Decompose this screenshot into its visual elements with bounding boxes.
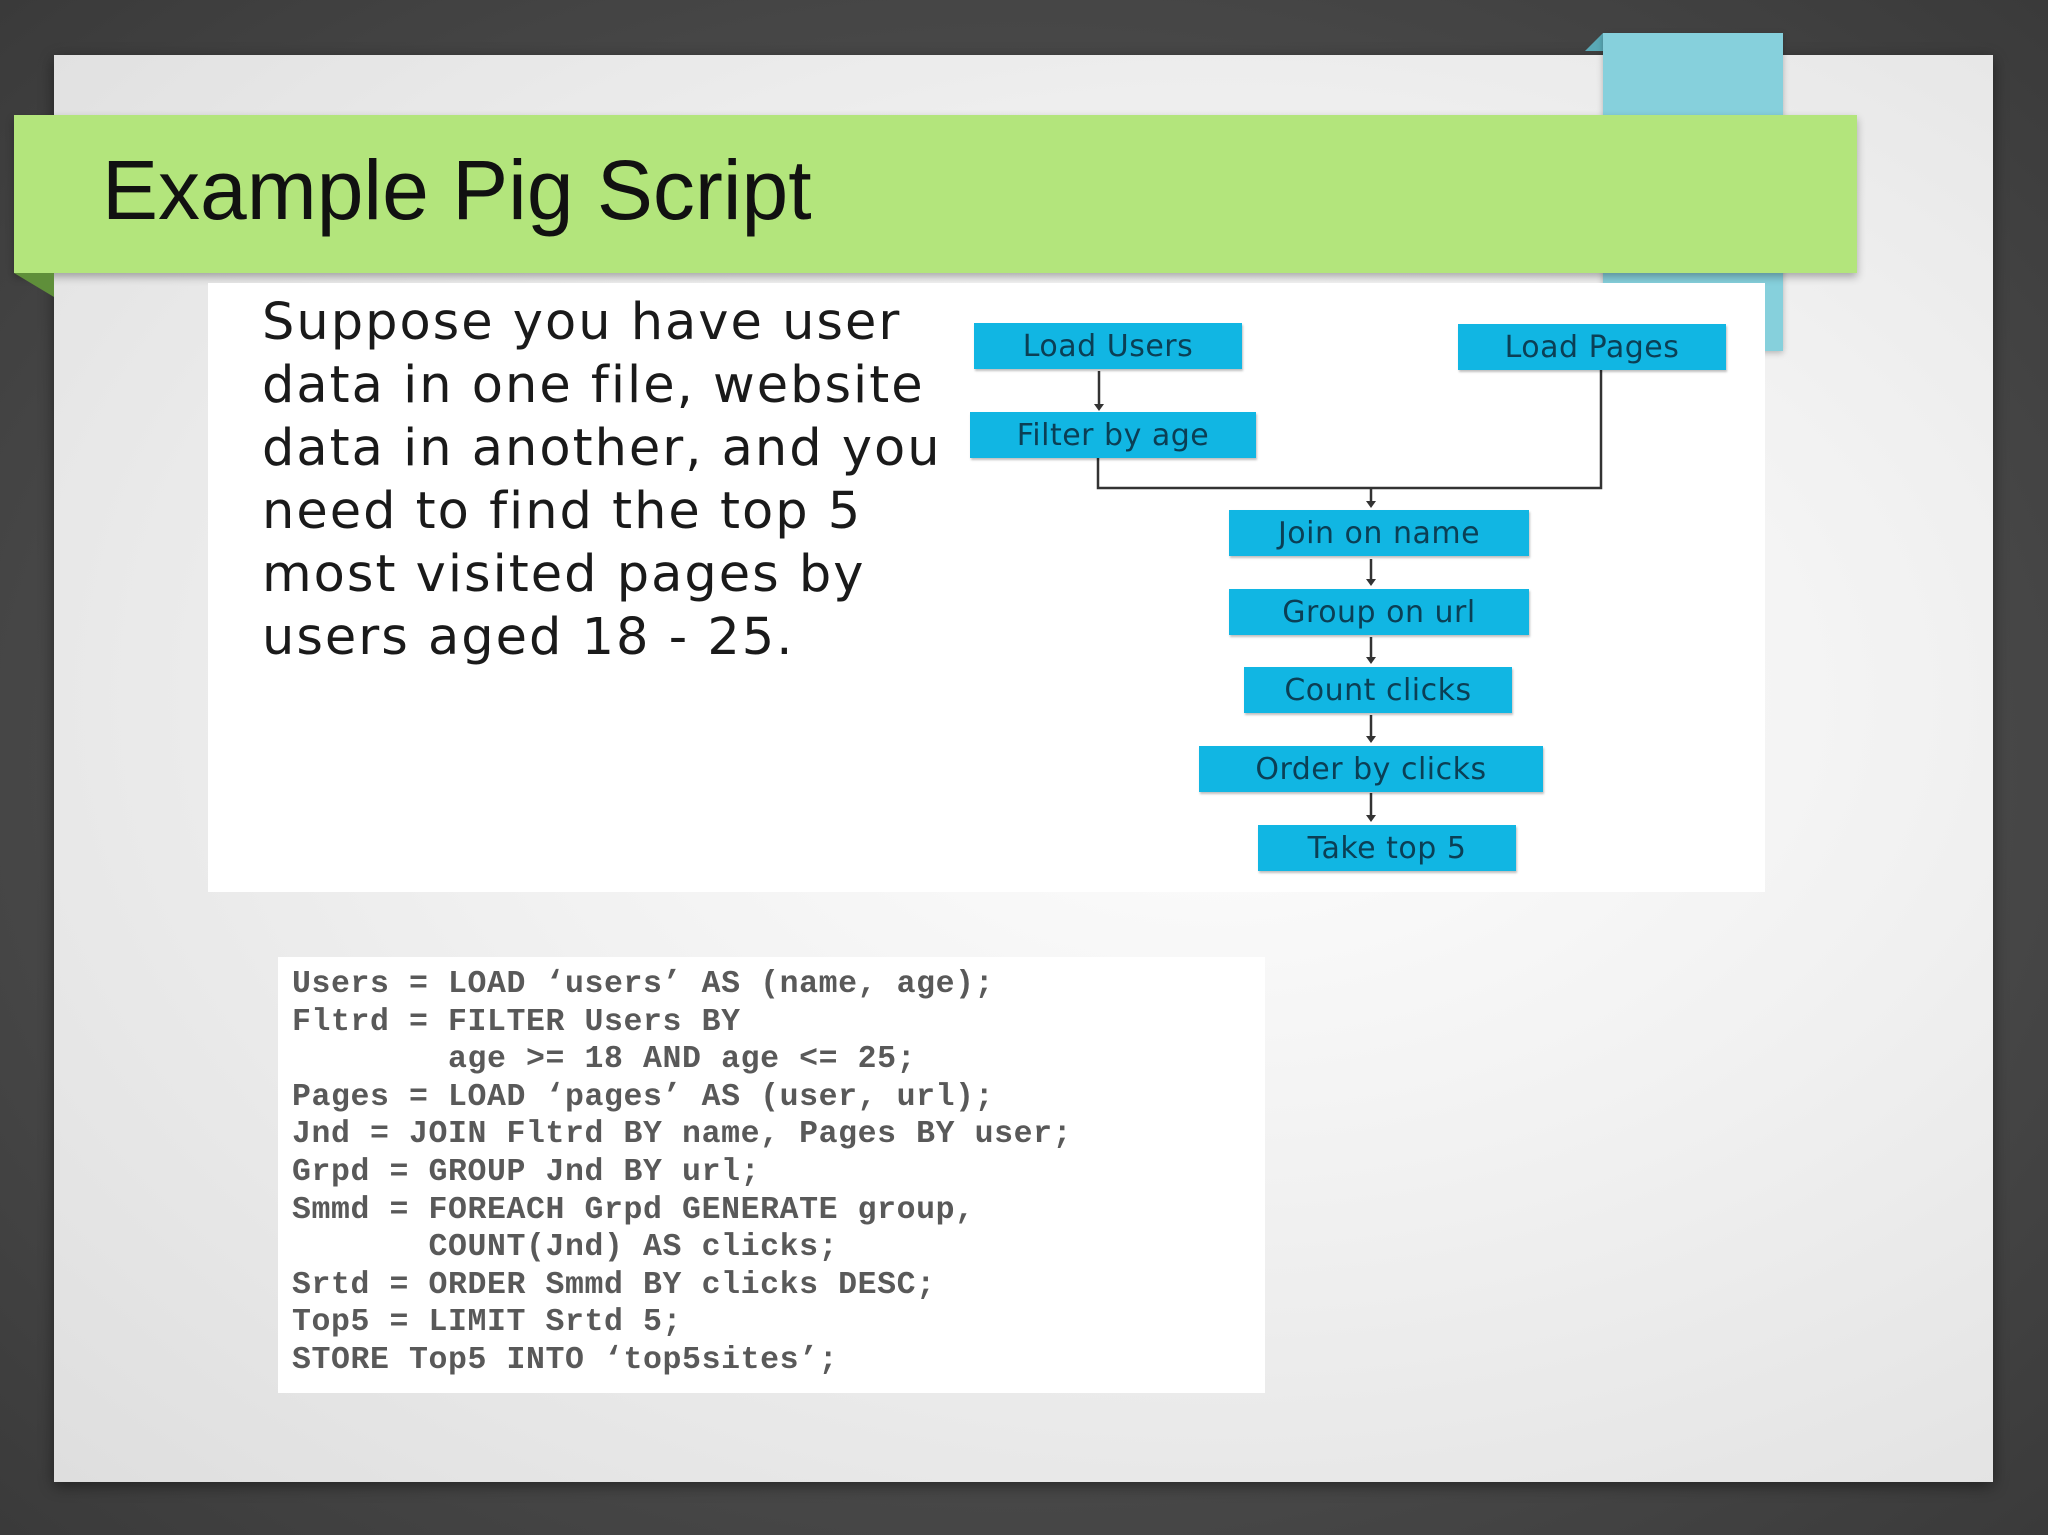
flow-step-group-on-url: Group on url: [1229, 589, 1529, 635]
flow-step-filter-by-age: Filter by age: [970, 412, 1256, 458]
problem-description: Suppose you have user data in one file, …: [262, 293, 942, 667]
code-line: Srtd = ORDER Smmd BY clicks DESC;: [292, 1267, 936, 1303]
flow-step-load-users: Load Users: [974, 323, 1242, 369]
code-line: Jnd = JOIN Fltrd BY name, Pages BY user;: [292, 1117, 1073, 1153]
flow-step-take-top-5: Take top 5: [1258, 825, 1516, 871]
flow-step-load-pages: Load Pages: [1458, 324, 1726, 370]
code-panel: [278, 957, 1265, 1393]
title-band: [14, 115, 1857, 273]
slide-title: Example Pig Script: [102, 143, 812, 237]
flow-step-join-on-name: Join on name: [1229, 510, 1529, 556]
code-line: Users = LOAD ‘users’ AS (name, age);: [292, 967, 995, 1002]
code-line: Grpd = GROUP Jnd BY url;: [292, 1154, 761, 1190]
pig-script-code: Users = LOAD ‘users’ AS (name, age);Fltr…: [292, 966, 1072, 1380]
code-line: STORE Top5 INTO ‘top5sites’;: [292, 1342, 839, 1378]
code-line: Smmd = FOREACH Grpd GENERATE group,: [292, 1192, 975, 1228]
code-line: Pages = LOAD ‘pages’ AS (user, url);: [292, 1079, 995, 1115]
code-line: Fltrd = FILTER Users BY: [292, 1004, 741, 1040]
flow-step-order-by-clicks: Order by clicks: [1199, 746, 1543, 792]
accent-tab-fold: [1585, 33, 1603, 51]
code-line: Top5 = LIMIT Srtd 5;: [292, 1305, 683, 1341]
code-line: COUNT(Jnd) AS clicks;: [292, 1230, 839, 1266]
flow-step-count-clicks: Count clicks: [1244, 667, 1512, 713]
code-line: age >= 18 AND age <= 25;: [292, 1042, 917, 1078]
title-band-fold: [14, 273, 54, 297]
